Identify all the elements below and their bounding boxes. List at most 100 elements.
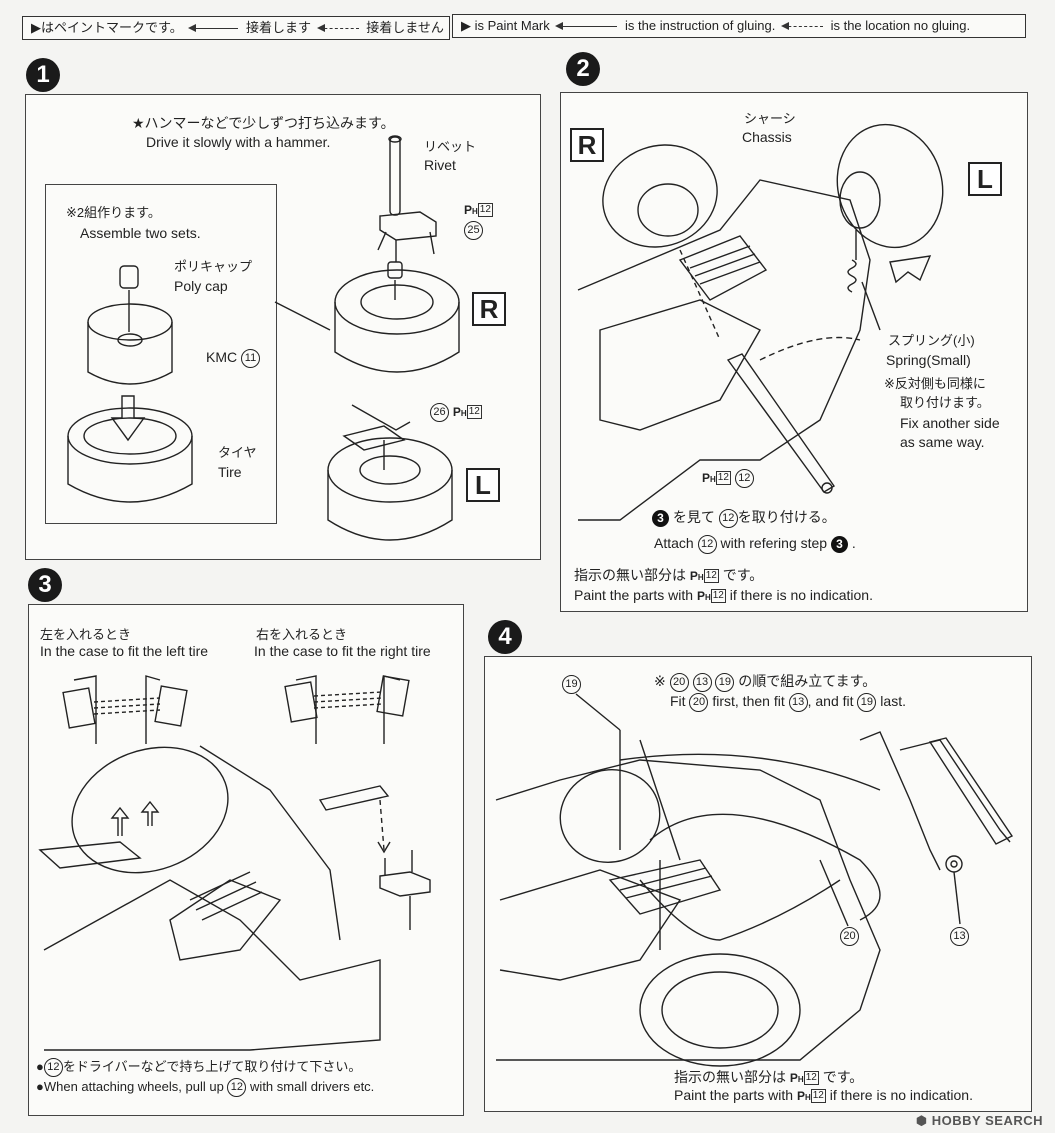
no-glue-arrow-icon (780, 22, 823, 31)
attach-en-b: with refering step (720, 535, 828, 551)
step-4-panel (484, 656, 1032, 1112)
step-2-badge: 2 (566, 52, 600, 86)
spring-label-en: Spring(Small) (886, 352, 971, 368)
order-en-a: Fit (670, 693, 686, 709)
rivet-label-en: Rivet (424, 157, 456, 173)
part-12-callout: 12 (718, 508, 738, 528)
no-glue-arrow-icon (316, 24, 359, 33)
fix-note-en-1: Fix another side (900, 415, 1000, 431)
part-12-callout: 12 (734, 468, 754, 488)
left-fit-jp: 左を入れるとき (40, 627, 132, 642)
note-jp-a: ● (36, 1059, 44, 1074)
tag-right-step2: R (570, 128, 604, 162)
note-en-a: ●When attaching wheels, pull up (36, 1079, 224, 1094)
order-en-d: last. (880, 693, 906, 709)
ph-code: 12 (715, 471, 731, 486)
fix-note-jp-2: 取り付けます。 (900, 395, 990, 410)
chassis-label-jp: シャーシ (744, 111, 796, 126)
brand-logo-icon: ⬢ (915, 1113, 928, 1128)
order-jp-b: の順で組み立てます。 (738, 673, 877, 689)
legend-en-glue: is the instruction of gluing. (625, 18, 776, 33)
right-fit-en: In the case to fit the right tire (254, 643, 431, 659)
step-3-ref-icon: 3 (830, 535, 848, 553)
step-3-badge: 3 (28, 568, 62, 602)
paint-en-a: Paint the parts with (574, 587, 694, 603)
polycap-label-en: Poly cap (174, 278, 228, 294)
paint-jp-b: です。 (822, 1069, 864, 1085)
part-20-callout: 20 (669, 672, 689, 692)
ph-paint-mark: PH (789, 1071, 804, 1085)
left-fit-en: In the case to fit the left tire (40, 643, 209, 659)
paint-mark-icon: ▶ (31, 20, 41, 35)
rivet-label-jp: リベット (424, 139, 477, 154)
legend-jp-no-glue: 接着しません (366, 20, 444, 35)
ph-code: 12 (703, 569, 719, 584)
order-en-c: , and fit (807, 693, 854, 709)
spring-label-jp: スプリング(小) (888, 333, 975, 348)
attach-en-a: Attach (654, 535, 694, 551)
tire-label-jp: タイヤ (218, 445, 257, 460)
step-1-note-en: Drive it slowly with a hammer. (146, 134, 331, 150)
ph-paint-mark: PH (696, 589, 711, 603)
step-1-inset-box (45, 184, 277, 524)
paint-en-b: if there is no indication. (829, 1087, 973, 1103)
ph-code: 12 (477, 203, 493, 218)
see-jp-b: を取り付ける。 (737, 509, 836, 525)
legend-en: ▶ is Paint Mark is the instruction of gl… (452, 14, 1026, 38)
fix-note-en-2: as same way. (900, 434, 985, 450)
part-13-callout: 13 (692, 672, 712, 692)
ph-code: 12 (466, 405, 482, 420)
kmc-label: KMC 11 (206, 348, 261, 368)
tag-left-step2: L (968, 162, 1002, 196)
tag-right-step1: R (472, 292, 506, 326)
part-19-callout: 19 (715, 672, 735, 692)
paint-jp-a: 指示の無い部分は (674, 1069, 786, 1085)
part-13-label-wrap: 13 (950, 926, 969, 946)
step-4-badge: 4 (488, 620, 522, 654)
glue-arrow-icon (188, 24, 239, 33)
kmc-text: KMC (206, 349, 238, 365)
legend-en-no-glue: is the location no gluing. (830, 18, 971, 33)
ph-paint-mark: PH (796, 1089, 811, 1103)
step-1-note-jp: ★ハンマーなどで少しずつ打ち込みます。 (132, 115, 395, 131)
order-jp-a: ※ (654, 673, 666, 689)
part-19-callout: 19 (857, 692, 877, 712)
part-12-callout: 12 (227, 1078, 247, 1098)
ph-code: 12 (710, 589, 726, 604)
right-fit-jp: 右を入れるとき (256, 627, 348, 642)
step-4-order-jp: ※ 20 13 19 の順で組み立てます。 (654, 672, 876, 692)
paint-mark-icon: ▶ (461, 18, 471, 33)
step-3-panel (28, 604, 464, 1116)
ph-paint-mark: PH (702, 471, 716, 485)
part-25-callout: 25 (464, 220, 483, 240)
legend-en-paint: is Paint Mark (474, 18, 550, 33)
step-1-badge: 1 (26, 58, 60, 92)
legend-jp-glue: 接着します (245, 20, 311, 35)
legend-jp-paint: はペイントマークです。 (41, 20, 183, 35)
part-20-callout: 20 (840, 926, 859, 946)
part-12-callout: 12 (697, 534, 717, 554)
paint-jp-a: 指示の無い部分は (574, 567, 686, 583)
ph-code: 12 (803, 1071, 819, 1086)
paint-en-b: if there is no indication. (729, 587, 873, 603)
step-2-panel (560, 92, 1028, 612)
note-jp-b: をドライバーなどで持ち上げて取り付けて下さい。 (62, 1059, 362, 1074)
chassis-label-en: Chassis (742, 129, 792, 145)
step-3-note-en: ●When attaching wheels, pull up 12 with … (36, 1078, 374, 1098)
paint-en-a: Paint the parts with (674, 1087, 794, 1103)
step-2-attach-en: Attach 12 with refering step 3 . (654, 534, 856, 554)
part-19-callout: 19 (562, 674, 581, 694)
tire-label-en: Tire (218, 464, 242, 480)
legend-jp: ▶はペイントマークです。 接着します 接着しません (22, 16, 450, 40)
see-jp-a: を見て (672, 509, 715, 525)
part-25-callout-wrap: 25 (464, 220, 483, 240)
ph-code: 12 (810, 1089, 826, 1104)
glue-arrow-icon (555, 22, 618, 31)
